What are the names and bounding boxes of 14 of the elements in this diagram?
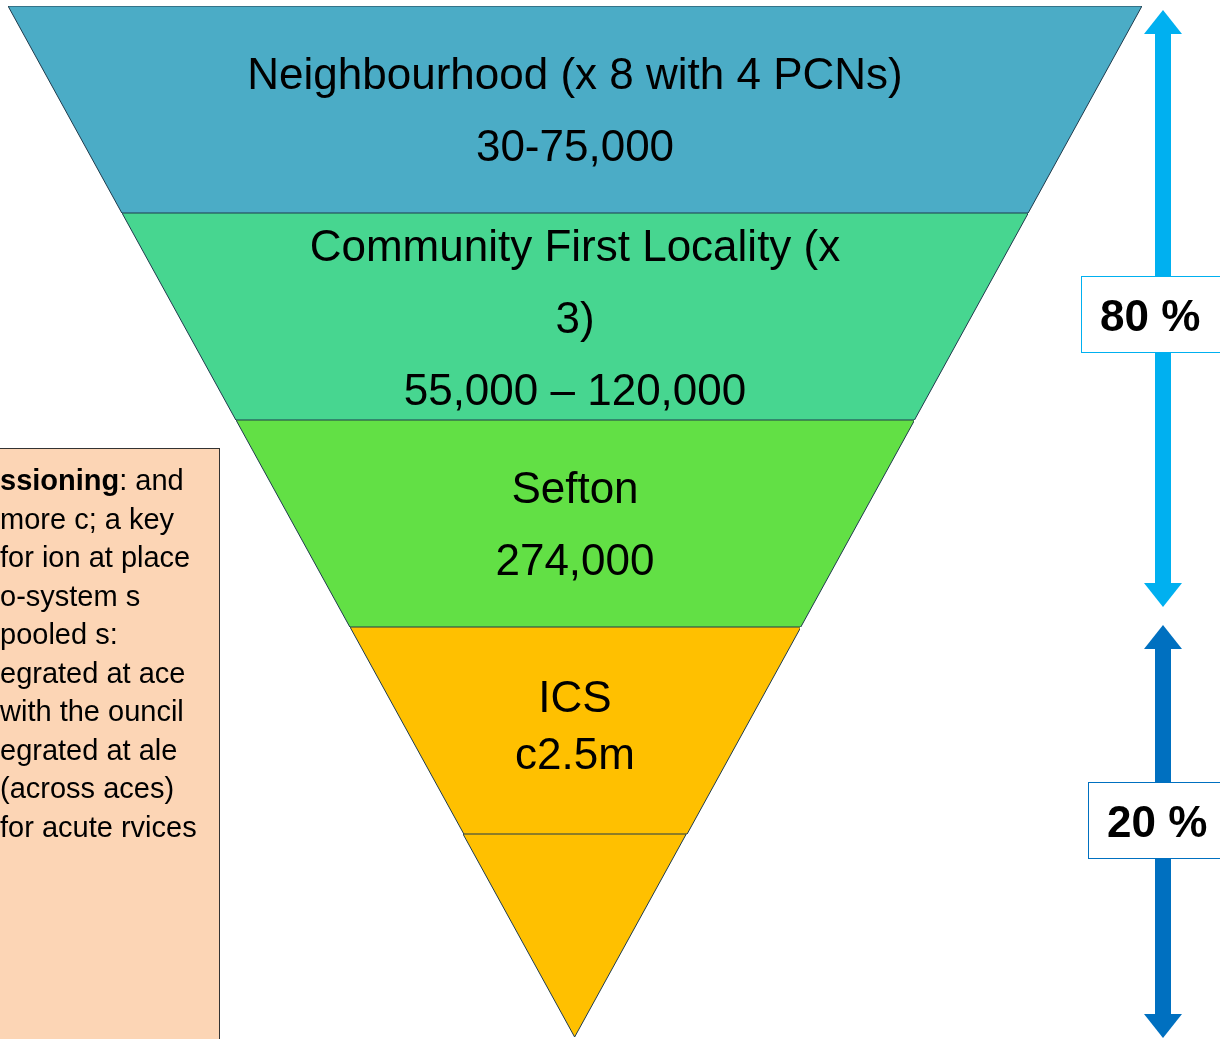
tier-label: Neighbourhood (x 8 with 4 PCNs) (246, 48, 904, 100)
percentage-box (1088, 782, 1220, 859)
tier-label: Community First Locality (x 3) (308, 220, 842, 344)
tier-label: Sefton (510, 462, 640, 514)
tier-label: c2.5m (514, 728, 636, 780)
tier-label: 274,000 (494, 534, 656, 586)
tier-label: 55,000 – 120,000 (402, 364, 748, 416)
note-text: ssioning: and more c; a key for ion at place o-system s pooled s: egrated at ace with the ouncil egrated at ale (across aces) for acute rvices (0, 463, 198, 845)
note-panel (0, 448, 220, 1039)
tier-label: ICS (537, 671, 613, 723)
percentage-label: 20 % (1107, 797, 1208, 847)
percentage-label: 80 % (1100, 291, 1201, 341)
percentage-box (1081, 276, 1220, 353)
tier-label: 30-75,000 (474, 120, 676, 172)
